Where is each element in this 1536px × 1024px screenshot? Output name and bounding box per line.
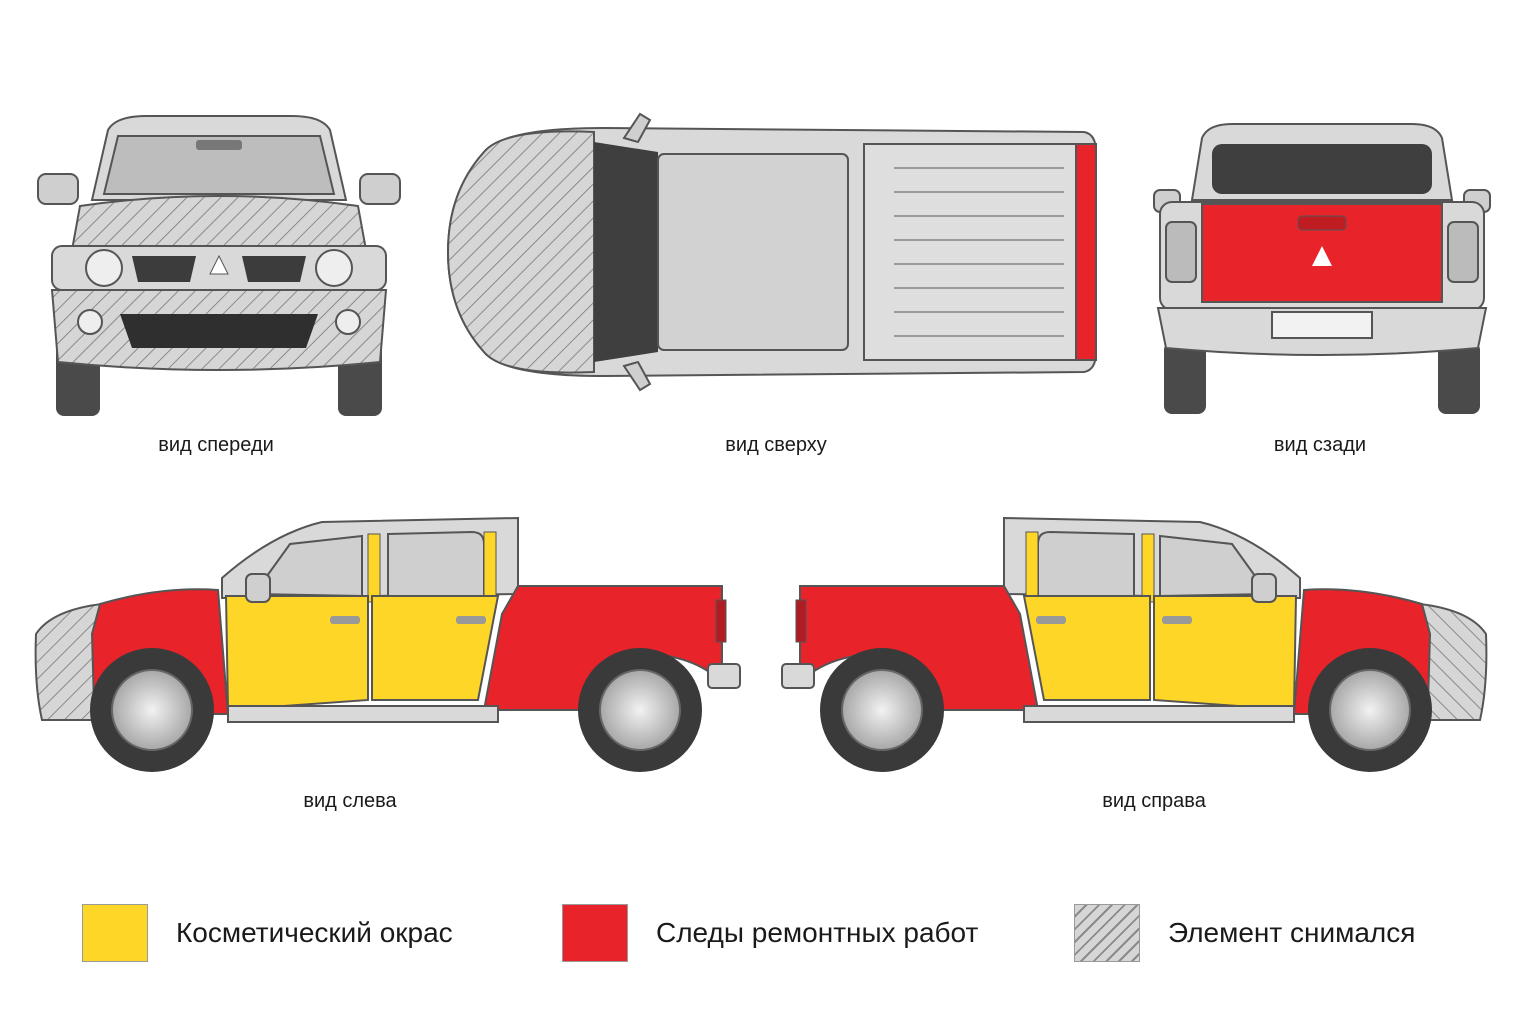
- left-fog-light: [77, 309, 103, 335]
- rear-left-lamp: [1165, 221, 1197, 283]
- right-a-pillar-cosmetic: [1141, 533, 1155, 603]
- front-view-caption: вид спереди: [158, 434, 274, 456]
- bed-ribs: [894, 167, 1064, 337]
- left-a-pillar-cosmetic: [367, 533, 381, 603]
- rear-view: [1152, 122, 1492, 418]
- rear-left-tire: [1164, 342, 1206, 414]
- legend-label-cosmetic: Косметический окрас: [176, 917, 453, 948]
- left-tail-lamp: [715, 599, 727, 643]
- rear-right-lamp: [1447, 221, 1479, 283]
- front-hood-removed: [70, 195, 368, 251]
- legend-label-removed: Элемент снимался: [1168, 917, 1416, 948]
- top-windshield: [594, 142, 658, 362]
- left-rear-rim: [599, 669, 681, 751]
- left-front-door-cosmetic: [224, 595, 369, 712]
- right-tail-lamp: [795, 599, 807, 643]
- left-grille: [132, 256, 196, 282]
- left-headlight: [85, 249, 123, 287]
- right-rear-handle: [1036, 616, 1066, 624]
- lower-grille: [120, 314, 318, 348]
- top-bed: [863, 143, 1077, 361]
- left-c-pillar-cosmetic: [483, 531, 497, 603]
- rear-view-caption: вид сзади: [1273, 434, 1367, 456]
- legend-cosmetic-paint: Косметический окрас: [82, 904, 453, 962]
- front-view: [36, 110, 402, 422]
- front-windshield: [102, 135, 336, 195]
- left-rear-handle: [456, 616, 486, 624]
- legend-swatch-removed: [1074, 904, 1140, 962]
- right-rear-window: [1037, 530, 1135, 597]
- right-view-caption: вид справа: [1102, 790, 1206, 812]
- right-rear-door-cosmetic: [1022, 595, 1151, 701]
- top-view: [444, 112, 1100, 392]
- top-tailgate-repair: [1075, 143, 1097, 361]
- top-left-mirror: [622, 112, 652, 144]
- left-rear-bumper: [707, 663, 741, 689]
- right-view: [778, 514, 1490, 782]
- right-headlight: [315, 249, 353, 287]
- right-fog-light: [335, 309, 361, 335]
- top-roof: [657, 153, 849, 351]
- right-side-step: [1023, 705, 1295, 723]
- rear-view-mirror: [196, 140, 242, 150]
- left-front-rim: [111, 669, 193, 751]
- front-logo: [209, 254, 229, 275]
- left-rear-door-cosmetic: [371, 595, 500, 701]
- right-side-mirror: [1251, 573, 1277, 603]
- top-right-mirror: [622, 360, 652, 392]
- license-plate: [1271, 311, 1373, 339]
- legend-label-repair: Следы ремонтных работ: [656, 917, 979, 948]
- right-front-handle: [1162, 616, 1192, 624]
- rear-logo: [1312, 246, 1332, 266]
- right-c-pillar-cosmetic: [1025, 531, 1039, 603]
- left-view-caption: вид слева: [303, 790, 397, 812]
- left-side-step: [227, 705, 499, 723]
- right-front-door-cosmetic: [1153, 595, 1298, 712]
- left-view: [32, 514, 744, 782]
- legend-swatch-repair: [562, 904, 628, 962]
- rear-right-tire: [1438, 342, 1480, 414]
- right-front-rim: [1329, 669, 1411, 751]
- top-view-caption: вид сверху: [725, 434, 827, 456]
- legend-element-removed: Элемент снимался: [1074, 904, 1415, 962]
- right-mirror: [359, 173, 401, 205]
- top-hood-removed: [446, 130, 595, 374]
- legend-swatch-cosmetic: [82, 904, 148, 962]
- left-mirror: [37, 173, 79, 205]
- tailgate-handle: [1297, 215, 1347, 231]
- right-rear-rim: [841, 669, 923, 751]
- left-side-mirror: [245, 573, 271, 603]
- right-grille: [242, 256, 306, 282]
- left-rear-window: [387, 530, 485, 597]
- left-front-handle: [330, 616, 360, 624]
- right-rear-bumper: [781, 663, 815, 689]
- legend-repair-traces: Следы ремонтных работ: [562, 904, 978, 962]
- rear-window: [1212, 144, 1432, 194]
